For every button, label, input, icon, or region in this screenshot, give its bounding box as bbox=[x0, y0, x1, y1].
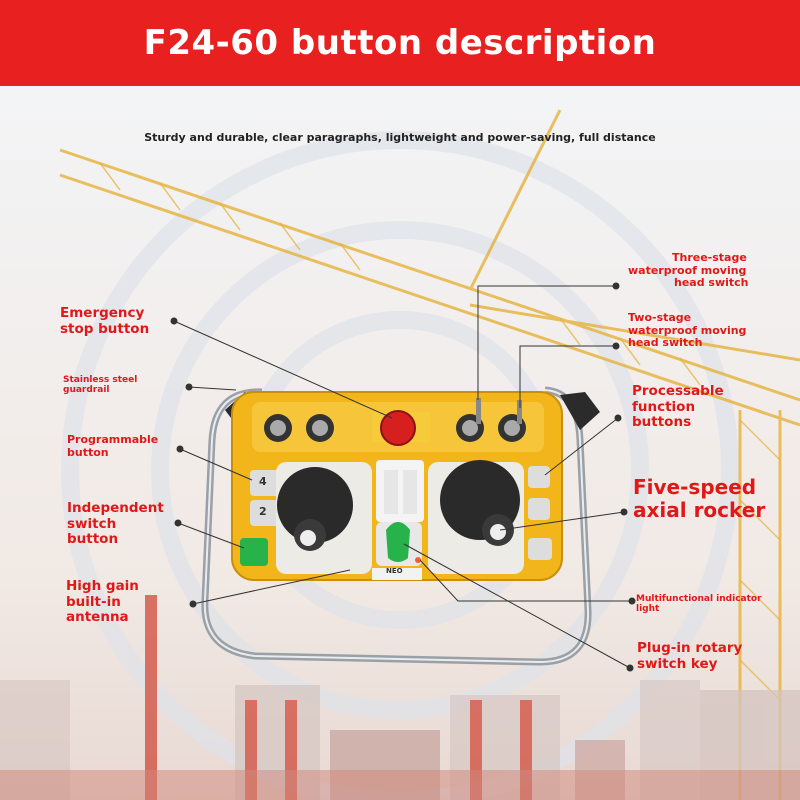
emergency-stop-button bbox=[380, 410, 416, 446]
key-text: NEO bbox=[386, 567, 403, 575]
subtitle: Sturdy and durable, clear paragraphs, li… bbox=[144, 131, 656, 144]
left-key-label-1[interactable]: 4 bbox=[259, 475, 267, 488]
rotary-key bbox=[386, 522, 410, 562]
left-rocker bbox=[277, 467, 353, 543]
left-key-label-2[interactable]: 2 bbox=[259, 505, 267, 518]
page-title: F24-60 button description bbox=[143, 23, 657, 63]
crane-background bbox=[0, 86, 800, 800]
indicator-light bbox=[415, 557, 421, 563]
title-banner: F24-60 button description bbox=[0, 0, 800, 86]
top-switches bbox=[264, 398, 526, 442]
